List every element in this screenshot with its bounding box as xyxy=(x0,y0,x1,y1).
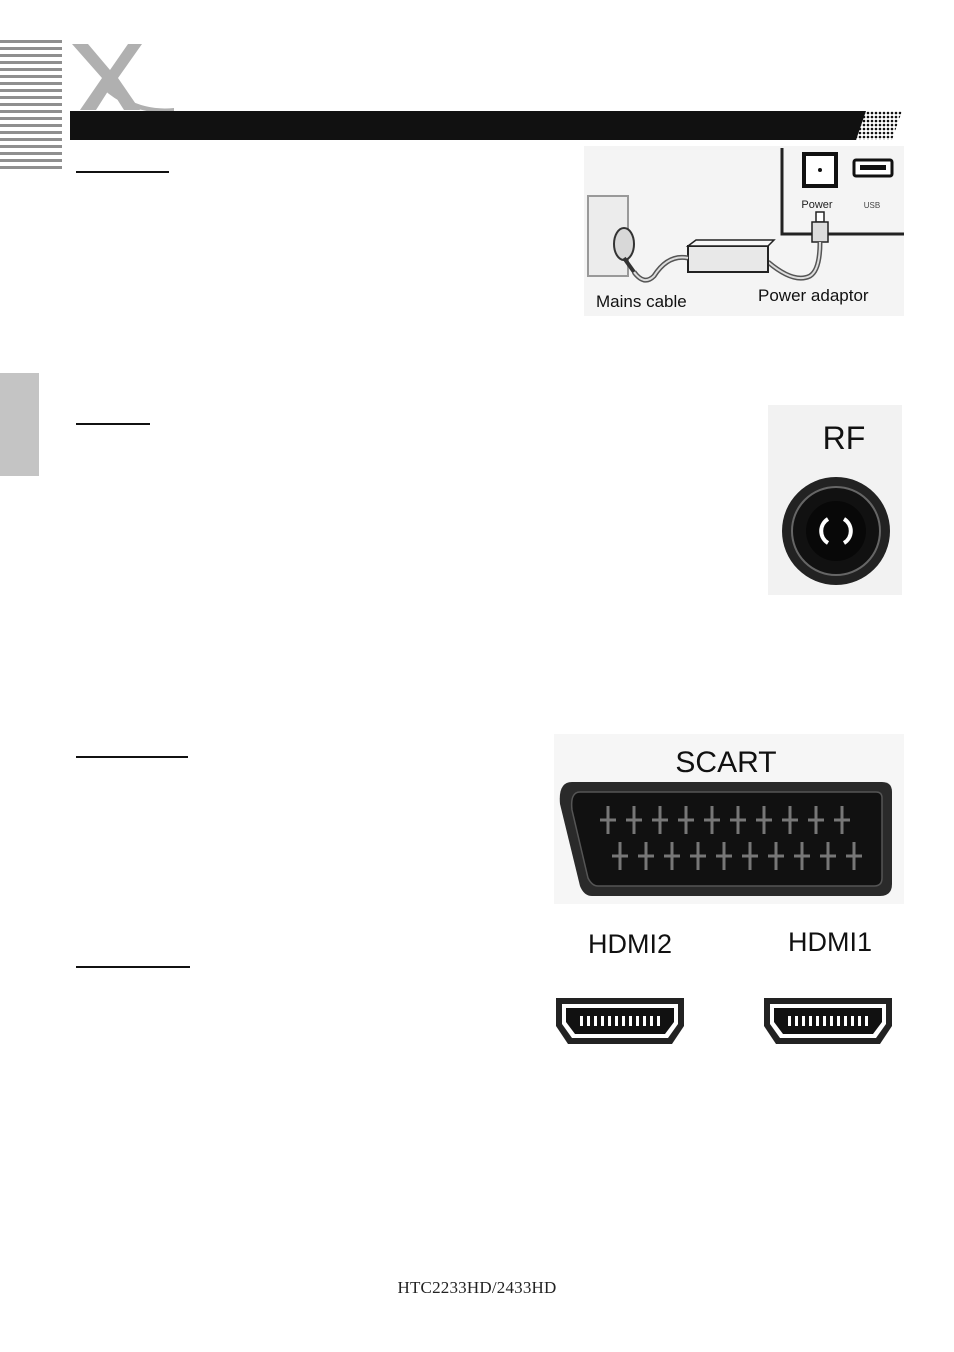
usb-port-label: USB xyxy=(864,201,880,210)
power-port-label: Power xyxy=(801,199,833,211)
power-connection-figure: Power USB Mains cable Power adaptor xyxy=(584,146,904,316)
section-heading-power-underline xyxy=(76,171,169,173)
rf-label: RF xyxy=(823,420,866,456)
power-adaptor-label: Power adaptor xyxy=(758,286,869,305)
section-header-bar xyxy=(70,111,902,140)
hdmi-connectors-figure: HDMI2 HDMI1 xyxy=(554,922,904,1050)
section-heading-rf-underline xyxy=(76,423,150,425)
power-adaptor-icon xyxy=(687,245,769,273)
brand-x-logo xyxy=(72,44,174,112)
scart-connector-figure: SCART xyxy=(554,734,904,904)
page-edge-stripes xyxy=(0,40,62,169)
hdmi1-label: HDMI1 xyxy=(788,927,872,957)
hdmi1-port-icon xyxy=(764,998,892,1044)
hdmi2-port-icon xyxy=(556,998,684,1044)
page-footer-model: HTC2233HD/2433HD xyxy=(397,1278,557,1297)
mains-cable-label: Mains cable xyxy=(596,292,687,311)
rf-connector-figure: RF xyxy=(768,405,902,595)
scart-label: SCART xyxy=(675,746,776,779)
hdmi2-label: HDMI2 xyxy=(588,929,672,959)
section-heading-scart-underline xyxy=(76,756,188,758)
section-heading-hdmi-underline xyxy=(76,966,190,968)
chapter-side-tab xyxy=(0,373,39,476)
